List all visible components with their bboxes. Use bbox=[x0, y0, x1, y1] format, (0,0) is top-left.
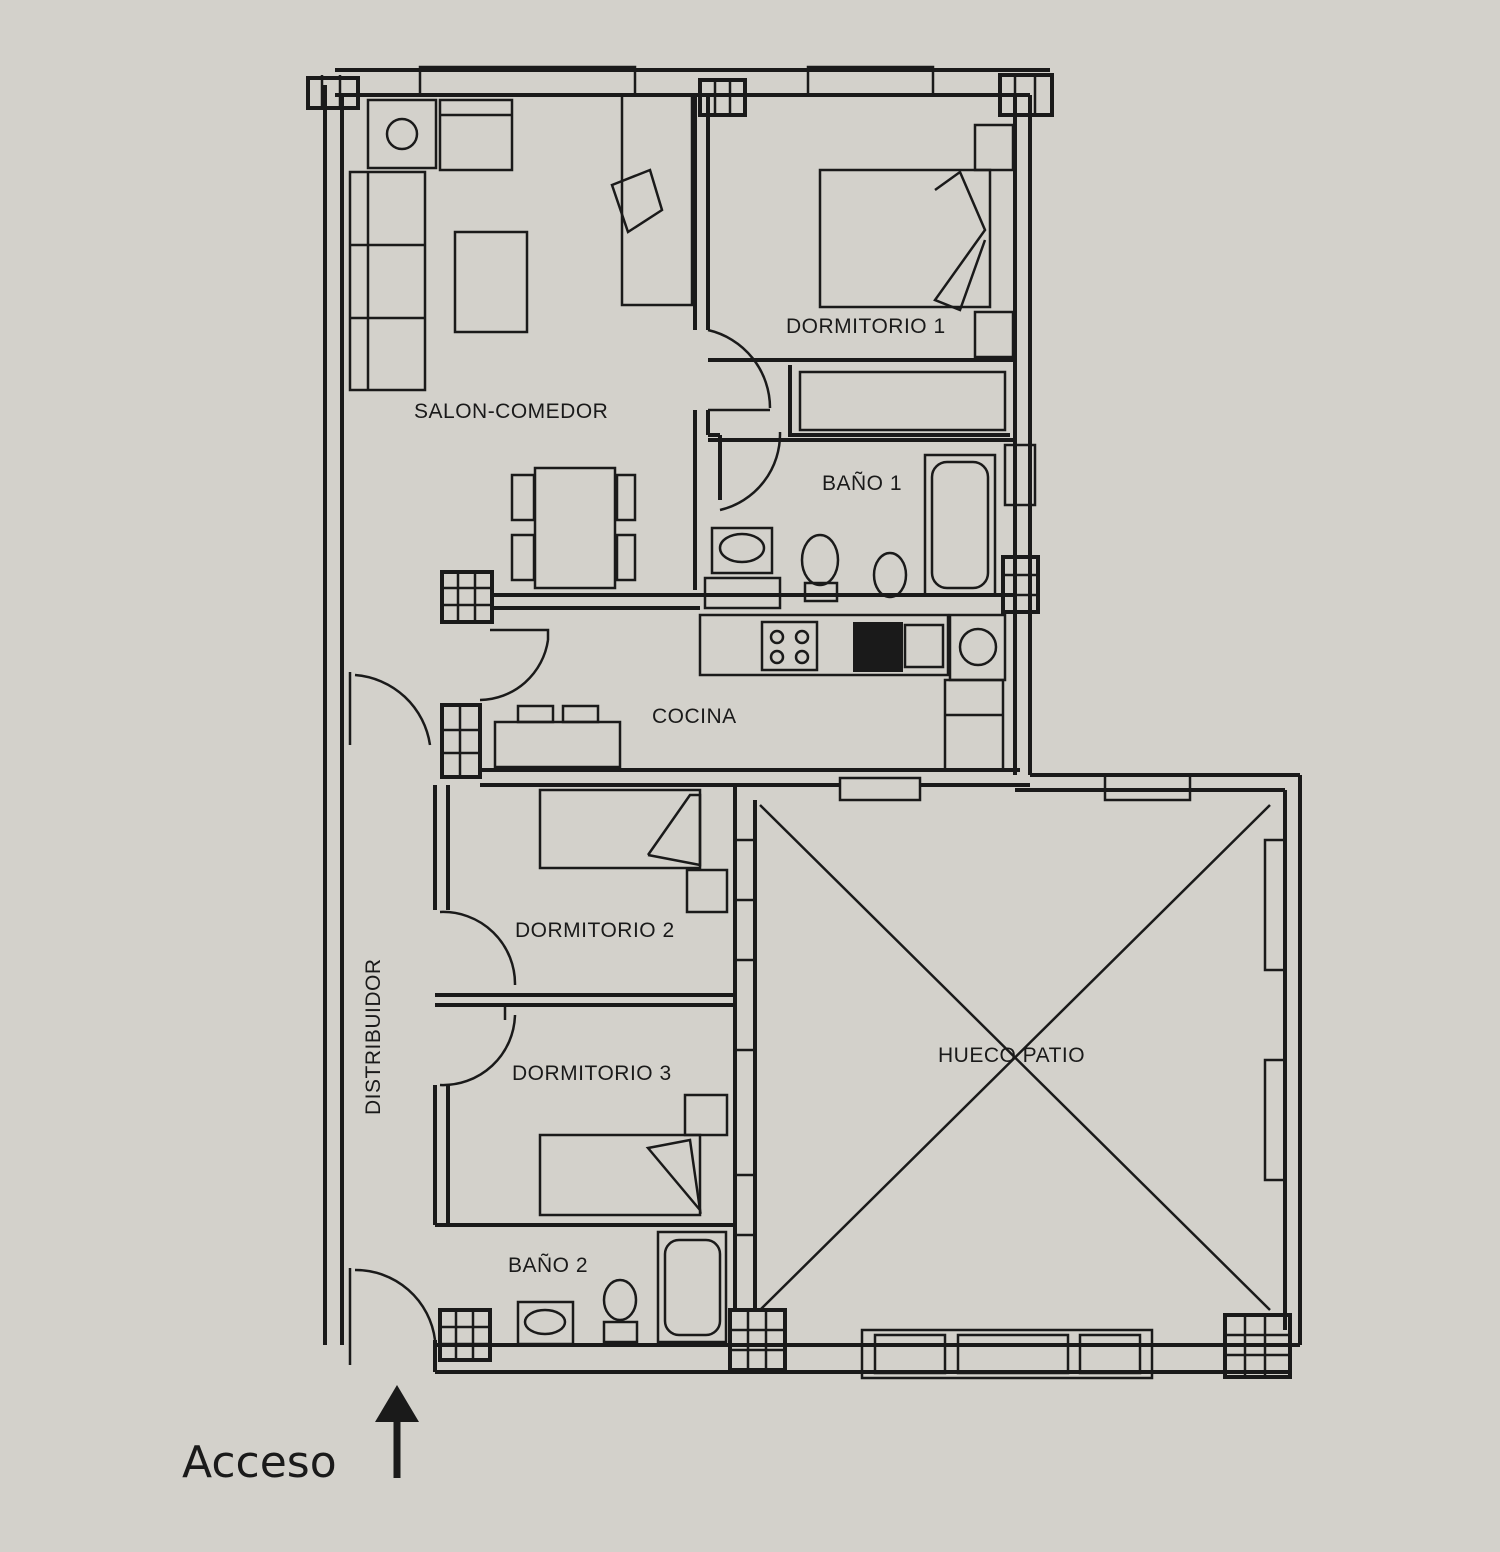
room-label-dormitorio2: DORMITORIO 2 bbox=[515, 919, 675, 942]
room-label-bano1: BAÑO 1 bbox=[822, 471, 902, 495]
room-label-cocina: COCINA bbox=[652, 705, 737, 728]
room-label-hueco-patio: HUECO PATIO bbox=[938, 1044, 1085, 1067]
doors bbox=[348, 328, 782, 1365]
room-label-dormitorio1: DORMITORIO 1 bbox=[786, 315, 946, 338]
patio-void bbox=[759, 804, 1271, 1311]
room-label-bano2: BAÑO 2 bbox=[508, 1253, 588, 1277]
furniture bbox=[348, 93, 1037, 1346]
room-label-salon-comedor: SALON-COMEDOR bbox=[414, 400, 608, 423]
room-label-dormitorio3: DORMITORIO 3 bbox=[512, 1062, 672, 1085]
arrow-up-icon bbox=[375, 1385, 419, 1478]
room-label-distribuidor: DISTRIBUIDOR bbox=[362, 958, 385, 1115]
interior-walls bbox=[433, 95, 1287, 1372]
exterior-walls bbox=[323, 65, 1302, 1380]
access-label: Acceso bbox=[182, 1437, 337, 1488]
pillars bbox=[306, 73, 1292, 1379]
